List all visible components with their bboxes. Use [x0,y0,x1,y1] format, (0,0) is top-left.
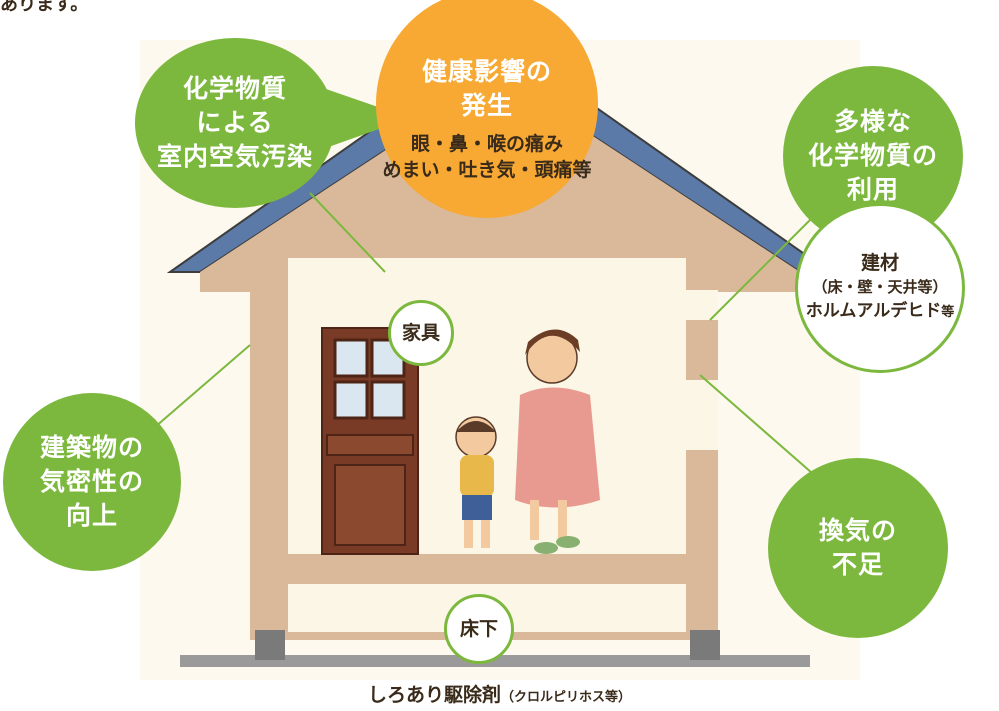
building-materials-sub: （床・壁・天井等） [812,278,948,296]
chlorpyrifos-label: （クロルピリホス等） [501,690,632,705]
health-effects-bubble: 健康影響の 発生 眼・鼻・喉の痛み めまい・吐き気・頭痛等 [376,0,598,218]
airtightness-bubble: 建築物の 気密性の 向上 [3,393,181,571]
diverse-chemicals-line-2: 化学物質の [807,141,938,170]
underfloor-label: 床下 [459,618,498,640]
foundation-right [690,630,720,660]
floor-slab [288,554,686,584]
lower-vent [686,380,718,450]
ventilation-bubble: 換気の 不足 [768,458,948,638]
furniture-label: 家具 [401,322,440,344]
health-title-line-1: 健康影響の [421,57,552,86]
foundation-left [255,630,285,660]
airtightness-line-1: 建築物の [39,433,144,462]
chemical-pollution-line-3: 室内空気汚染 [156,142,313,171]
door [321,327,419,555]
upper-vent [686,290,718,320]
health-symptoms-line-2: めまい・吐き気・頭痛等 [382,159,592,181]
foundation [180,655,810,667]
building-materials-title: 建材 [860,252,899,274]
chemical-pollution-bubble: 化学物質 による 室内空気汚染 [135,38,335,208]
underfloor-bubble: 床下 [444,594,514,664]
health-symptoms-line-1: 眼・鼻・喉の痛み [410,133,563,155]
formaldehyde-suffix: 等 [941,305,955,320]
chemical-pollution-line-2: による [196,108,274,137]
child-figure [455,416,497,548]
diverse-chemicals-bubble: 多様な 化学物質の 利用 [783,66,963,246]
building-materials-chem-line: ホルムアルデヒド等 [806,298,955,326]
woman-figure [515,329,600,554]
building-materials-bubble: 建材 （床・壁・天井等） ホルムアルデヒド等 [795,203,965,373]
formaldehyde-label: ホルムアルデヒド [805,301,942,321]
furniture-bubble: 家具 [388,300,454,366]
partial-top-text: あります。 [0,0,89,15]
termiticide-caption: しろあり駆除剤（クロルピリホス等） [0,680,999,707]
ventilation-line-2: 不足 [831,550,884,579]
diverse-chemicals-line-1: 多様な [833,107,912,136]
airtightness-line-2: 気密性の [39,467,144,496]
airtightness-line-3: 向上 [65,501,118,530]
diverse-chemicals-line-3: 利用 [846,175,899,204]
termiticide-label: しろあり駆除剤 [367,684,501,706]
health-title-line-2: 発生 [460,91,513,120]
chemical-pollution-line-1: 化学物質 [182,74,287,103]
ventilation-line-1: 換気の [818,516,897,545]
